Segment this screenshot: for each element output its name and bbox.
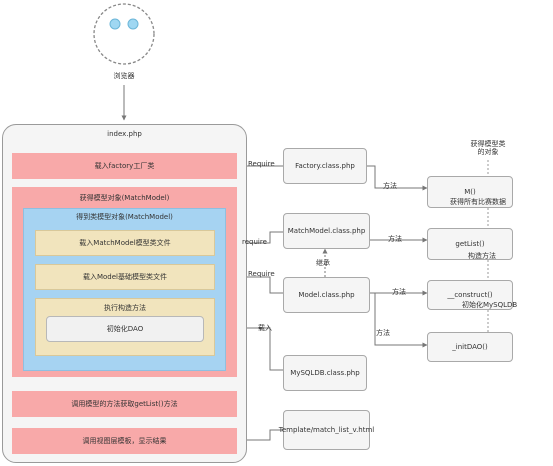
file-model: Model.class.php bbox=[283, 277, 370, 313]
edge-label-method-m: 方法 bbox=[383, 182, 397, 190]
template-arrow bbox=[237, 429, 283, 443]
step-init-dao: 初始化DAO bbox=[46, 316, 204, 342]
step-load-model: 载入Model基础模型类文件 bbox=[35, 264, 215, 290]
edge-label-require-model: Require bbox=[248, 270, 275, 278]
edge-label-method-construct: 方法 bbox=[392, 288, 406, 296]
edge-label-require-factory: Require bbox=[248, 160, 275, 168]
method-getlist: getList() bbox=[427, 228, 513, 260]
edge-label-inherit: 继承 bbox=[316, 259, 330, 267]
edge-label-require-matchmodel: require bbox=[242, 238, 267, 246]
step-execute-constructor-label: 执行构造方法 bbox=[104, 303, 146, 312]
step-call-template: 调用视图层模板，显示结果 bbox=[12, 428, 237, 454]
step-get-model-object-label: 得到类模型对象(MatchModel) bbox=[76, 212, 173, 221]
edge-label-load: 载入 bbox=[258, 324, 272, 332]
step-load-factory: 载入factory工厂类 bbox=[12, 153, 237, 179]
file-matchmodel: MatchModel.class.php bbox=[283, 213, 370, 249]
file-template: Template/match_list_v.html bbox=[279, 410, 374, 450]
browser-label: 浏览器 bbox=[113, 71, 135, 80]
edge-label-method-initdao: 方法 bbox=[376, 329, 390, 337]
edge-label-method-getlist: 方法 bbox=[388, 235, 402, 243]
step-load-matchmodel: 载入MatchModel模型类文件 bbox=[35, 230, 215, 256]
step-call-getlist: 调用模型的方法获取getList()方法 bbox=[12, 391, 237, 417]
method-construct: __construct() bbox=[427, 280, 513, 310]
factory-method-arrow bbox=[367, 165, 428, 191]
note-get-model-object: 获得模型类 的对象 bbox=[470, 139, 506, 156]
note-constructor: 构造方法 bbox=[468, 252, 496, 260]
index-container-label: index.php bbox=[107, 129, 142, 138]
step-get-object-label: 获得模型对象(MatchModel) bbox=[79, 193, 170, 202]
method-m: M() bbox=[427, 176, 513, 208]
file-mysqldb: MySQLDB.class.php bbox=[283, 355, 367, 391]
browser-smiley-icon bbox=[92, 2, 156, 66]
note-get-all-data: 获得所有比赛数据 bbox=[450, 198, 506, 206]
model-initdao-arrow bbox=[374, 293, 428, 348]
note-init-mysqldb: 初始化MySQLDB bbox=[462, 301, 518, 309]
file-factory: Factory.class.php bbox=[283, 148, 367, 184]
method-initdao: _initDAO() bbox=[427, 332, 513, 362]
